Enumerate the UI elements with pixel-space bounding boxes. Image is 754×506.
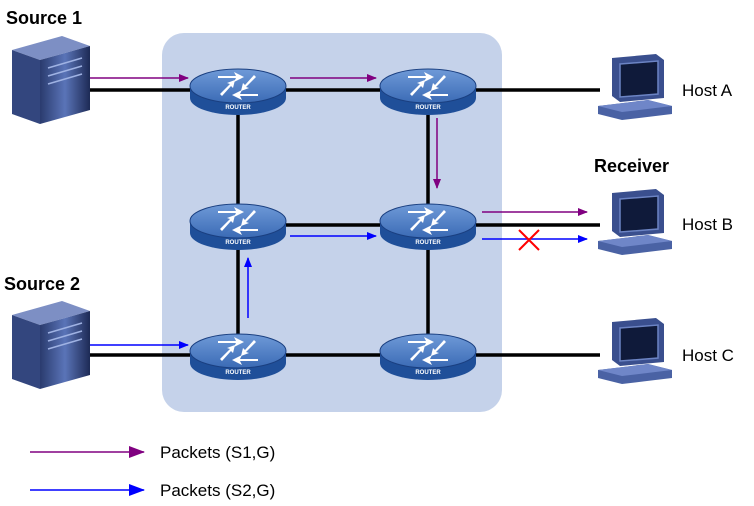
blocked-cross-icon (518, 229, 540, 251)
router-label: ROUTER (415, 240, 441, 246)
source2-label: Source 2 (4, 274, 80, 294)
hosta-pc-icon[interactable] (598, 54, 672, 120)
router-r4[interactable]: ROUTER (379, 203, 477, 250)
legend-item-s1: Packets (S1,G) (30, 443, 275, 462)
router-r2[interactable]: ROUTER (379, 68, 477, 115)
s2-flow-arrows (90, 232, 588, 349)
routers: ROUTER ROUTER ROUTER (189, 68, 477, 380)
router-arrows-icon (218, 337, 258, 365)
router-label: ROUTER (225, 240, 251, 246)
hostc-label: Host C (682, 346, 734, 365)
router-r3[interactable]: ROUTER (189, 203, 287, 250)
router-label: ROUTER (225, 370, 251, 376)
source2-server-icon[interactable] (12, 301, 90, 389)
router-label: ROUTER (225, 105, 251, 111)
multicast-domain-area (162, 33, 502, 412)
source1-server-icon[interactable] (12, 36, 90, 124)
hostc-pc-icon[interactable] (598, 318, 672, 384)
legend-s2-label: Packets (S2,G) (160, 481, 275, 500)
s1-flow-arrows (90, 74, 588, 216)
legend-item-s2: Packets (S2,G) (30, 481, 275, 500)
router-arrows-icon (218, 207, 258, 235)
hostb-pc-icon[interactable] (598, 189, 672, 255)
hostb-label: Host B (682, 215, 733, 234)
router-arrows-icon (408, 337, 448, 365)
router-r1[interactable]: ROUTER (189, 68, 287, 115)
router-r6[interactable]: ROUTER (379, 333, 477, 380)
router-arrows-icon (218, 72, 258, 100)
router-r5[interactable]: ROUTER (189, 333, 287, 380)
router-arrows-icon (408, 72, 448, 100)
legend-s1-label: Packets (S1,G) (160, 443, 275, 462)
router-label: ROUTER (415, 370, 441, 376)
router-arrows-icon (408, 207, 448, 235)
router-label: ROUTER (415, 105, 441, 111)
legend: Packets (S1,G) Packets (S2,G) (30, 443, 275, 500)
source1-label: Source 1 (6, 8, 82, 28)
hosta-label: Host A (682, 81, 733, 100)
receiver-label: Receiver (594, 156, 669, 176)
